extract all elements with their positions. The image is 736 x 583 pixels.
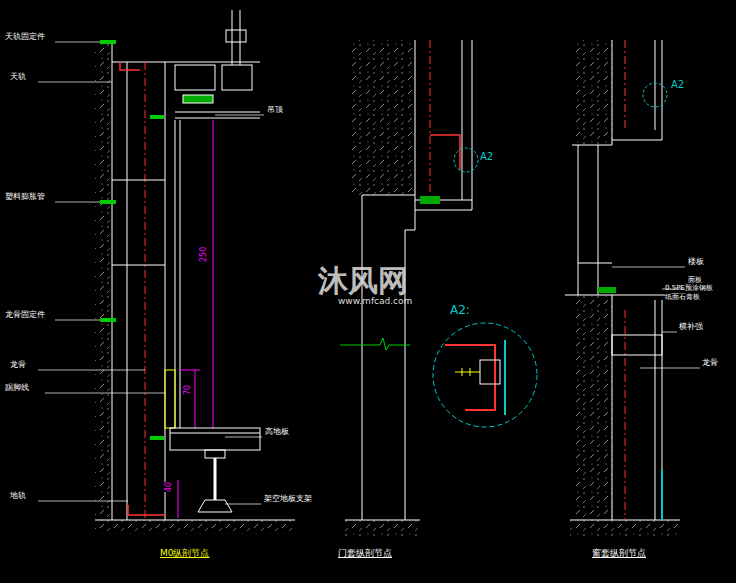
callout-number: A2 — [480, 150, 493, 163]
part-label: 面板 — [688, 276, 702, 285]
part-label: 塑料膨胀管 — [5, 192, 45, 202]
part-label: 龙骨固定件 — [5, 310, 45, 320]
dimension-text: 250 — [199, 247, 209, 262]
part-label: 纸面石膏板 — [665, 293, 700, 302]
part-label: 龙骨 — [702, 358, 718, 368]
part-label: 天轨固定件 — [5, 32, 45, 42]
part-label: 踢脚线 — [5, 383, 29, 393]
watermark: 沐风网 — [318, 262, 408, 300]
part-label: 吊顶 — [267, 105, 283, 115]
part-label: 架空地板支架 — [264, 494, 312, 504]
drawing-title: 门套纵剖节点 — [338, 548, 392, 559]
part-label: 横补强 — [679, 322, 703, 332]
part-label: 地轨 — [10, 491, 26, 501]
drawing-title: M0纵剖节点 — [160, 548, 210, 559]
part-label: 天轨 — [10, 72, 26, 82]
callout-number: A2: — [450, 303, 470, 318]
watermark: www.mfcad.com — [338, 296, 412, 307]
part-label: 0.5PE预涂钢板 — [665, 284, 713, 293]
callout-number: A2 — [671, 78, 684, 91]
part-label: 高地板 — [265, 427, 289, 437]
part-label: 楼板 — [688, 257, 704, 267]
part-label: 龙骨 — [10, 360, 26, 370]
dimension-text: 40 — [164, 482, 174, 492]
dimension-text: 70 — [183, 385, 193, 395]
drawing-title: 窗套纵剖节点 — [592, 548, 646, 559]
